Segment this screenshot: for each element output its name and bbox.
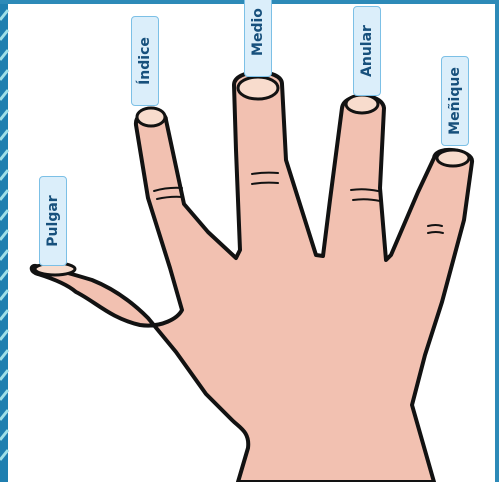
ring-nail: [346, 95, 378, 113]
label-ring: Anular: [353, 6, 381, 96]
label-pinky: Meñique: [441, 56, 469, 146]
hand: [32, 72, 472, 482]
index-nail: [137, 108, 165, 126]
right-border-decoration: [495, 0, 499, 482]
label-thumb: Pulgar: [39, 176, 67, 266]
pinky-nail: [437, 150, 469, 166]
label-index: Índice: [131, 16, 159, 106]
middle-nail: [238, 77, 278, 99]
left-border-decoration: [0, 0, 8, 482]
label-middle: Medio: [244, 0, 272, 77]
